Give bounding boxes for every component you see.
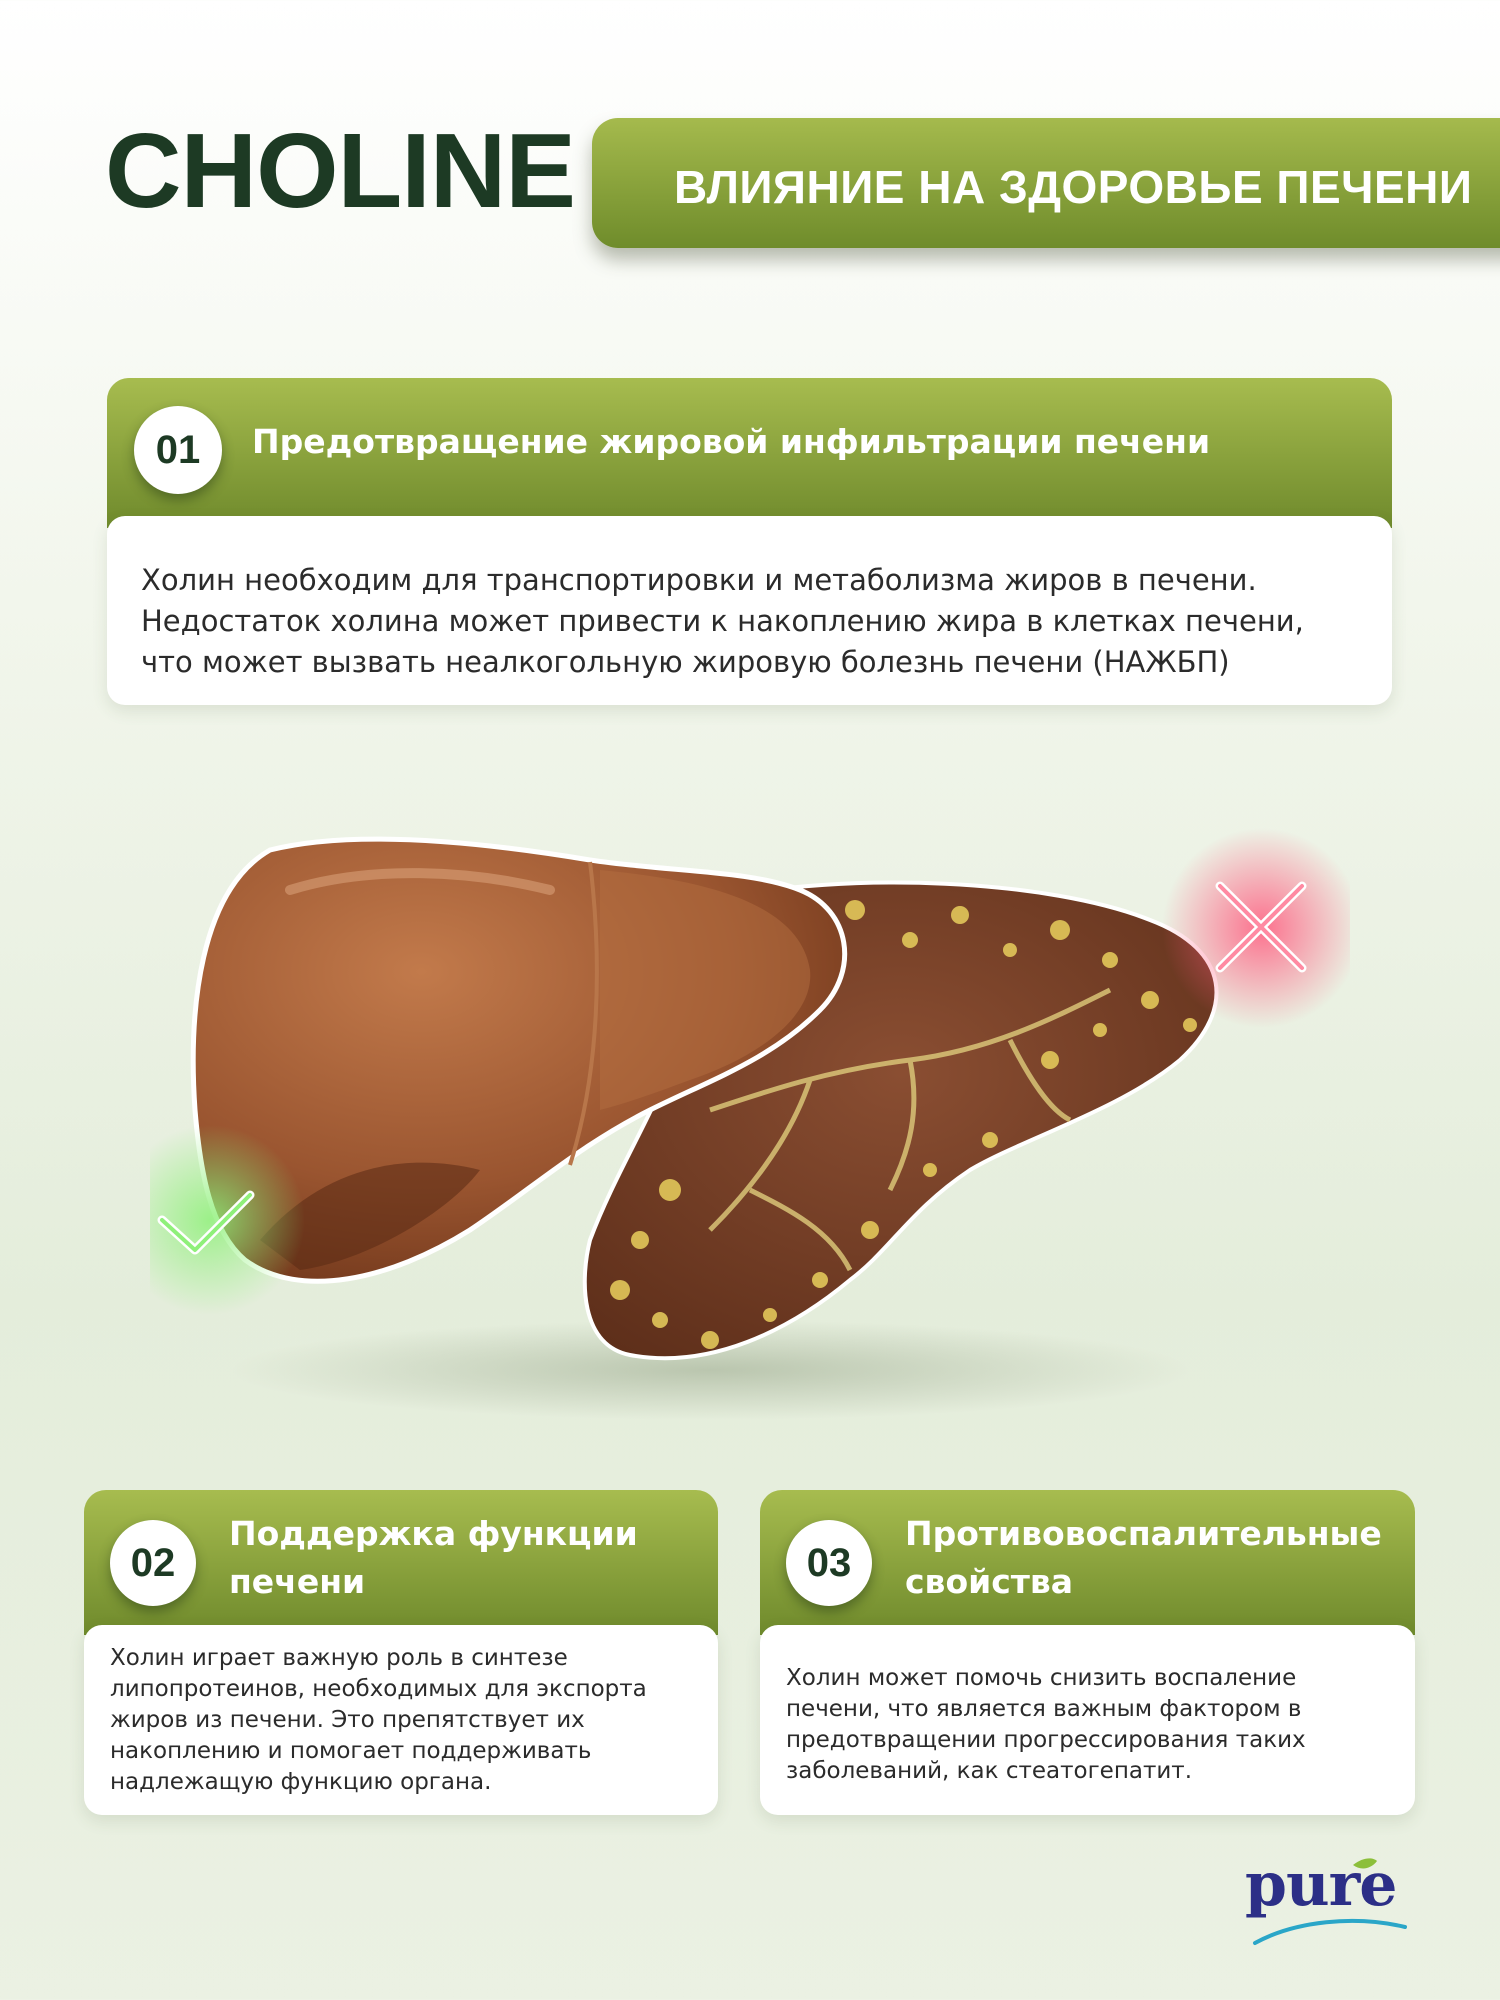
info-card-text: Холин необходим для транспортировки и ме… (141, 563, 1304, 679)
info-card-body: Холин необходим для транспортировки и ме… (107, 516, 1392, 705)
info-card-text: Холин может помочь снизить воспаление пе… (786, 1665, 1306, 1784)
brand-title: CHOLINE (105, 112, 576, 230)
info-card-header: 03 Противовоспалительные свойства (760, 1490, 1415, 1635)
info-card-3: 03 Противовоспалительные свойства Холин … (760, 1490, 1415, 1815)
header-banner: ВЛИЯНИЕ НА ЗДОРОВЬЕ ПЕЧЕНИ (592, 118, 1500, 248)
logo-leaf-icon (1253, 1858, 1407, 1945)
info-card-header: 01 Предотвращение жировой инфильтрации п… (107, 378, 1392, 528)
info-card-header: 02 Поддержка функции печени (84, 1490, 718, 1635)
healthy-liver-section (190, 836, 848, 1284)
number-badge: 01 (134, 406, 222, 494)
pure-logo: pure (1245, 1855, 1415, 1950)
number-badge: 02 (110, 1520, 196, 1606)
info-card-title: Противовоспалительные свойства (905, 1514, 1382, 1601)
info-card-body: Холин играет важную роль в синтезе липоп… (84, 1625, 718, 1815)
liver-illustration (150, 828, 1350, 1420)
cross-icon (1162, 828, 1350, 1028)
info-card-1: 01 Предотвращение жировой инфильтрации п… (107, 378, 1392, 705)
info-card-title: Предотвращение жировой инфильтрации пече… (252, 422, 1211, 461)
info-card-body: Холин может помочь снизить воспаление пе… (760, 1625, 1415, 1815)
check-icon (150, 1125, 305, 1315)
number-badge: 03 (786, 1520, 872, 1606)
info-card-text: Холин играет важную роль в синтезе липоп… (110, 1645, 647, 1795)
info-card-2: 02 Поддержка функции печени Холин играет… (84, 1490, 718, 1815)
info-card-title: Поддержка функции печени (229, 1514, 638, 1601)
header-banner-text: ВЛИЯНИЕ НА ЗДОРОВЬЕ ПЕЧЕНИ (674, 161, 1473, 213)
